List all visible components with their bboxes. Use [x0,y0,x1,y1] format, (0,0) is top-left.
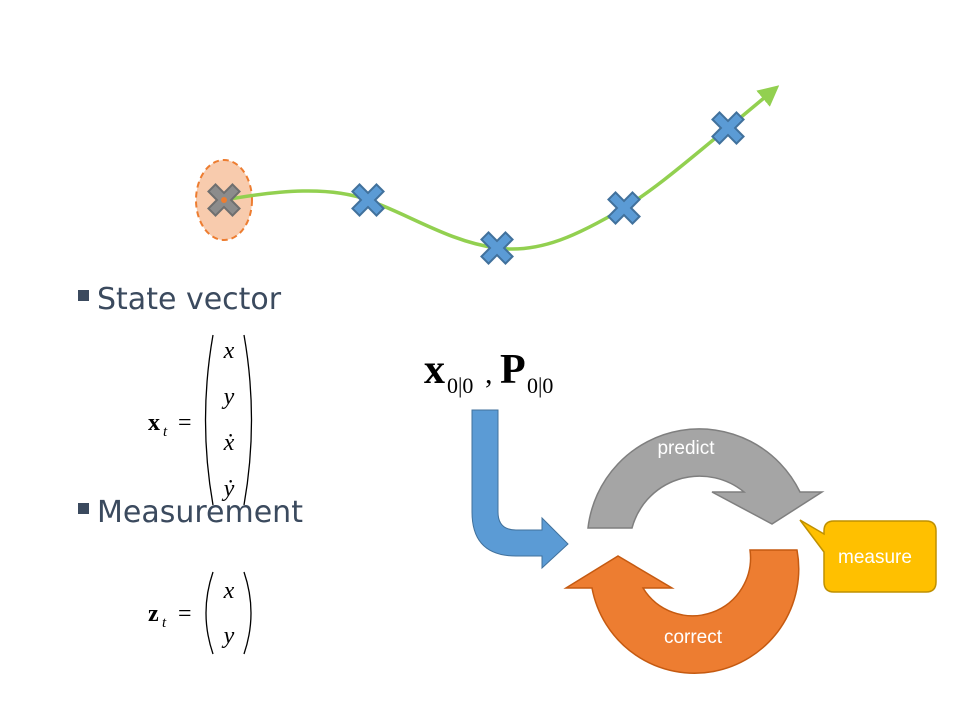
trajectory [195,85,780,265]
bullet-measurement-label: Measurement [97,495,303,530]
initialization-arrow [471,409,569,570]
initial-p-symbol: P [500,347,526,393]
state-vector-entry-1: x [223,338,235,364]
state-vector-entry-4: ẏ [222,476,235,502]
initial-estimate: x 0|0 , P 0|0 [424,347,553,398]
measurement-equation: z t = x y [148,571,252,655]
measurement-equals: = [178,601,192,627]
state-vector-subscript: t [163,424,168,440]
state-vector-entry-2: y [222,384,235,410]
initial-comma: , [485,357,493,390]
bullet-square-icon [78,503,89,514]
position-marker-3 [607,191,641,225]
predict-arrow [587,428,825,529]
bullet-state-vector: State vector [78,282,281,317]
measure-callout [799,519,937,593]
initial-p-subscript: 0|0 [527,373,553,398]
bullet-measurement: Measurement [78,495,303,530]
position-marker-1 [351,183,385,217]
state-vector-equation: x t = x y ẋ ẏ [148,334,253,506]
position-marker-4 [711,111,745,145]
measurement-entry-2: y [222,623,235,649]
initial-x-symbol: x [424,347,445,393]
correct-label: correct [664,627,723,648]
measure-label: measure [838,547,912,568]
measurement-symbol: z [148,601,159,627]
state-vector-equals: = [178,410,192,436]
state-vector-entry-3: ẋ [223,430,235,456]
measurement-left-paren [205,571,214,655]
bullet-square-icon [78,290,89,301]
state-vector-left-paren [204,334,214,506]
trajectory-line [223,85,780,251]
initial-x-subscript: 0|0 [447,373,473,398]
measurement-right-paren [243,571,252,655]
state-vector-right-paren [243,334,253,506]
initial-position-marker [207,183,241,217]
correct-arrow [563,549,800,674]
predict-label: predict [657,438,715,459]
state-vector-symbol: x [148,410,160,436]
measurement-entry-1: x [223,578,235,604]
measurement-subscript: t [162,615,167,631]
position-marker-2 [480,231,514,265]
bullet-state-vector-label: State vector [97,282,282,317]
